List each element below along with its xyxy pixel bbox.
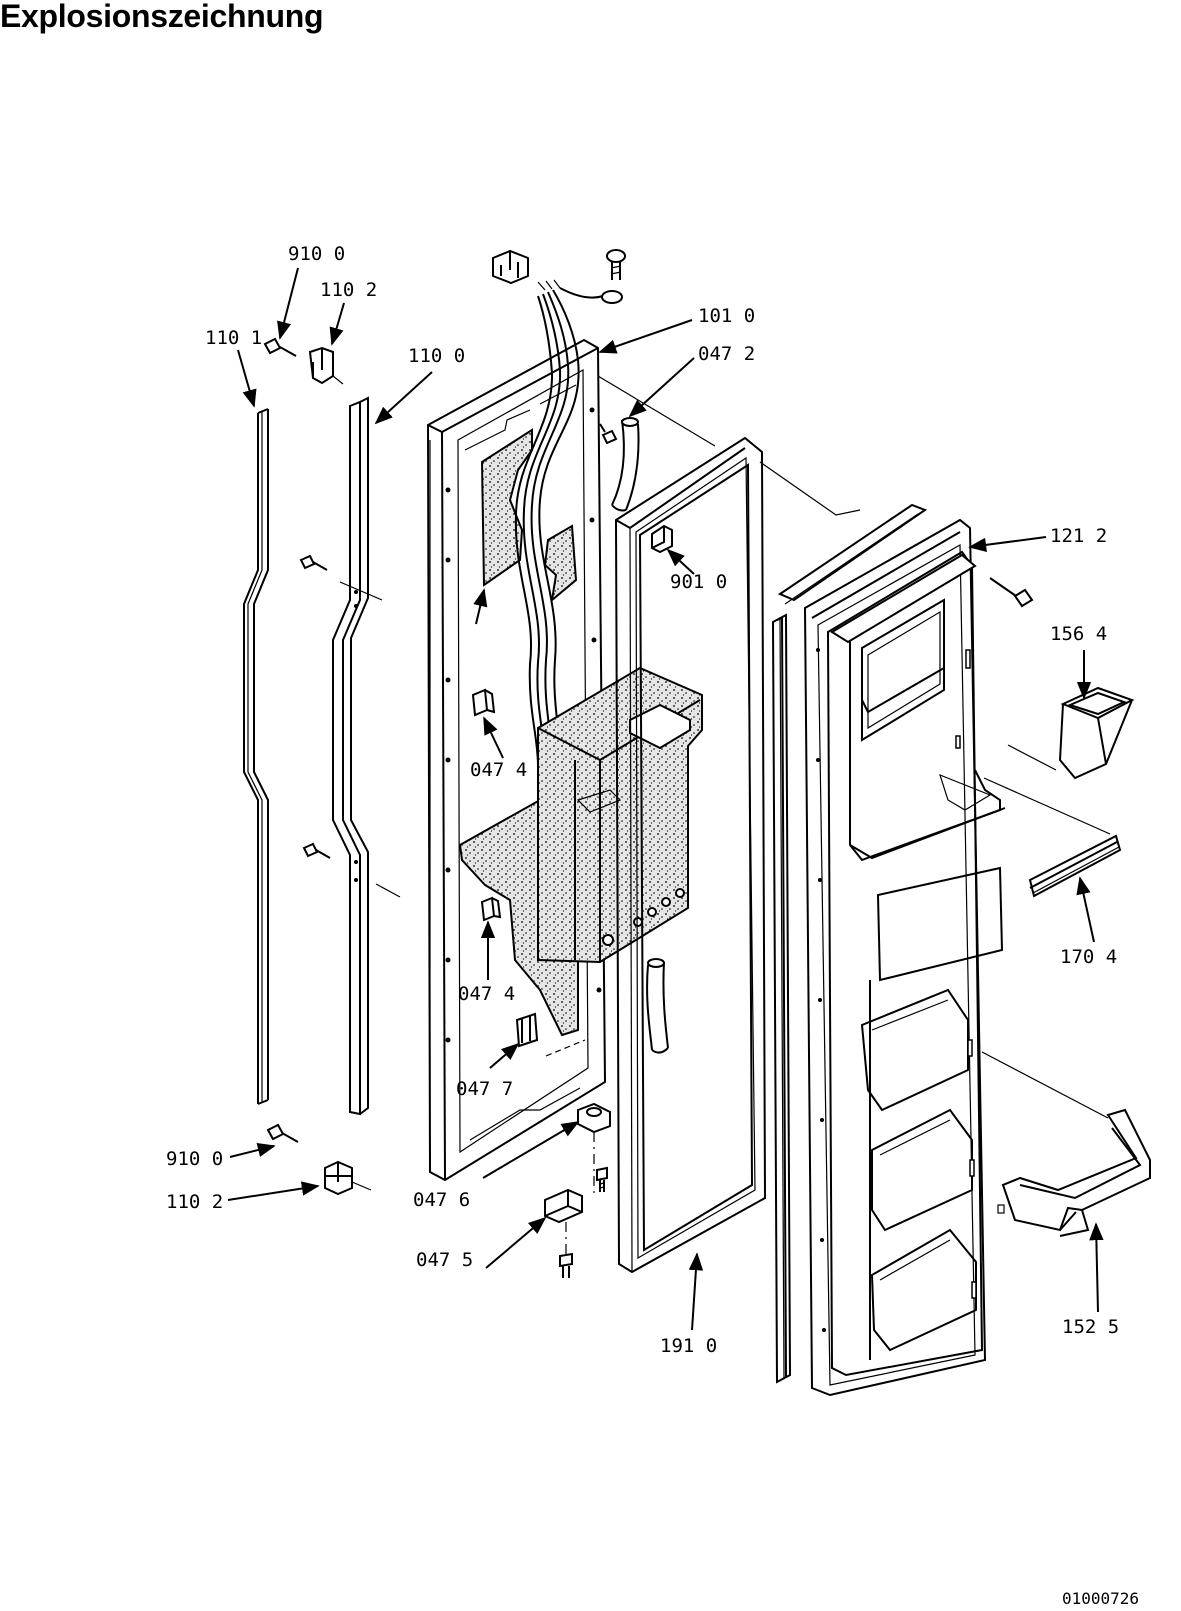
screw-icon xyxy=(989,577,1034,608)
trim-strip xyxy=(771,613,792,1384)
ice-chute-156-4 xyxy=(1007,686,1135,780)
hinge-bar-110-0 xyxy=(332,396,369,1116)
part-label-110-2-top: 110 2 xyxy=(320,279,377,301)
part-label-047-4-b: 047 4 xyxy=(458,983,515,1005)
clip-901-0 xyxy=(651,524,673,554)
part-label-121-2: 121 2 xyxy=(1050,525,1107,547)
bracket-110-2-bottom xyxy=(324,1160,372,1196)
hinge-047-5 xyxy=(544,1188,583,1256)
ground-screw-icon xyxy=(601,249,626,304)
screw-icon xyxy=(299,554,383,601)
part-label-191-0: 191 0 xyxy=(660,1335,717,1357)
door-panel-121-2 xyxy=(777,503,1006,1397)
screw-icon xyxy=(302,842,401,898)
dispenser-housing xyxy=(537,666,703,964)
part-label-110-0: 110 0 xyxy=(408,345,465,367)
clip-047-4-a xyxy=(471,688,496,717)
clip-047-7 xyxy=(515,1012,586,1057)
door-shelf-152-5 xyxy=(981,1051,1151,1237)
part-label-170-4: 170 4 xyxy=(1060,946,1117,968)
drawing-code: 01000726 xyxy=(1062,1589,1140,1608)
part-label-047-7: 047 7 xyxy=(456,1078,513,1100)
hinge-bushing-047-6 xyxy=(577,1102,611,1198)
part-label-047-4-a: 047 4 xyxy=(470,759,527,781)
drain-tube-047-2 xyxy=(611,417,640,512)
screw-icon xyxy=(599,423,618,445)
door-outer-frame xyxy=(426,338,607,1182)
leader-lines xyxy=(227,267,1104,1331)
alignment-line xyxy=(597,375,861,516)
screw-icon xyxy=(596,1166,608,1192)
door-gasket-191-0 xyxy=(614,436,767,1274)
part-label-156-4: 156 4 xyxy=(1050,623,1107,645)
connector-icon xyxy=(492,249,529,285)
drip-tray-170-4 xyxy=(983,777,1122,898)
wiring-harness-101-0 xyxy=(514,279,604,767)
part-label-910-0-top: 910 0 xyxy=(288,243,345,265)
screw-910-0-bottom xyxy=(266,1123,299,1143)
page-title: Explosionszeichnung xyxy=(0,0,324,34)
part-label-110-1: 110 1 xyxy=(205,327,262,349)
part-label-110-2-bottom: 110 2 xyxy=(166,1191,223,1213)
part-label-901-0: 901 0 xyxy=(670,571,727,593)
insulation-foam-upper xyxy=(480,428,578,603)
water-tube xyxy=(646,958,669,1054)
bracket-110-2-top xyxy=(308,346,344,385)
screw-910-0-top xyxy=(263,337,297,357)
seal-strip-110-1 xyxy=(243,408,269,1105)
part-label-047-5: 047 5 xyxy=(416,1249,473,1271)
clip-047-4-b xyxy=(480,896,502,922)
part-label-101-0: 101 0 xyxy=(698,305,755,327)
part-label-047-6: 047 6 xyxy=(413,1189,470,1211)
part-label-047-2: 047 2 xyxy=(698,343,755,365)
part-label-152-5: 152 5 xyxy=(1062,1316,1119,1338)
screw-icon xyxy=(559,1252,573,1278)
part-label-910-0-bottom: 910 0 xyxy=(166,1148,223,1170)
